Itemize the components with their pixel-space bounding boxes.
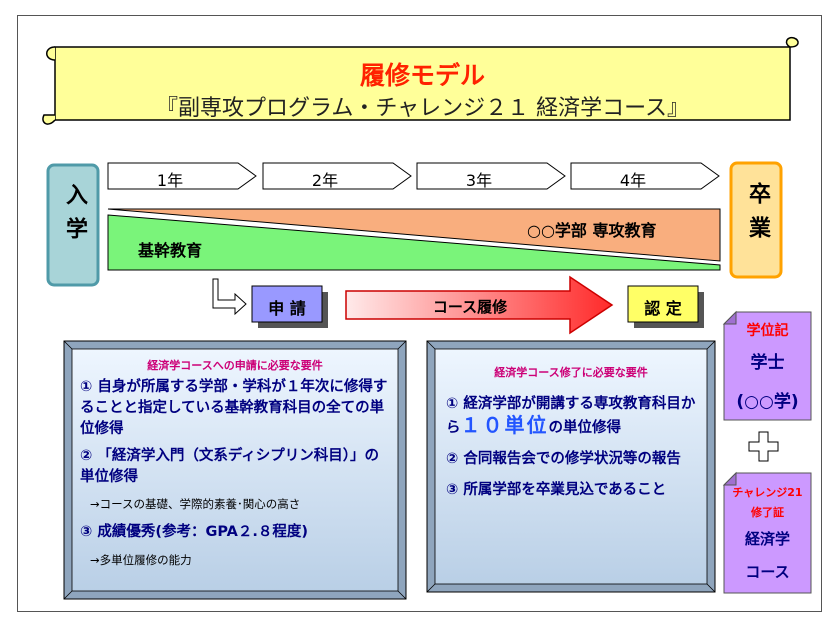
right-req-1-pre: ① 経済学部が開講する専攻教育科目から	[446, 396, 696, 436]
certificate-line2: コース	[745, 563, 790, 581]
left-req-2-note: →コースの基礎、学際的素養･関心の高さ	[90, 497, 301, 511]
degree-box	[722, 310, 812, 421]
right-req-1-post: の単位修得	[548, 420, 622, 436]
certificate-line1: 経済学	[744, 530, 790, 548]
right-requirements-panel	[426, 340, 716, 593]
left-req-2: ② 「経済学入門（文系ディシプリン科目）」の単位修得	[80, 448, 380, 485]
bent-arrow-icon	[212, 278, 247, 316]
degree-line1: 学士	[750, 353, 785, 373]
basic-education-label: 基幹教育	[138, 241, 203, 260]
entry-label: 入学	[62, 183, 87, 251]
right-panel-content: 経済学コース修了に必要な要件 ① 経済学部が開講する専攻教育科目から１０単位の単…	[446, 364, 696, 501]
right-req-3: ③ 所属学部を卒業見込であること	[446, 482, 667, 498]
left-req-1: ① 自身が所属する学部・学科が１年次に修得することと指定している基幹教育科目の全…	[80, 379, 388, 437]
left-panel-heading: 経済学コースへの申請に必要な要件	[147, 359, 323, 372]
left-req-3-note: →多単位履修の能力	[90, 553, 192, 567]
certificate-header-2: 修了証	[751, 506, 784, 519]
graduation-box	[729, 161, 783, 279]
year-4-label: 4年	[619, 171, 647, 190]
left-requirements-panel	[63, 340, 407, 600]
apply-box	[251, 285, 323, 323]
page-subtitle: 『副専攻プログラム・チャレンジ２１ 経済学コース』	[155, 96, 689, 121]
outer-frame	[17, 15, 822, 612]
course-label: コース履修	[432, 298, 508, 316]
right-req-1: ① 経済学部が開講する専攻教育科目から１０単位の単位修得	[446, 394, 696, 439]
apply-label: 申 請	[268, 299, 306, 318]
degree-header: 学位記	[746, 323, 789, 339]
year-3-label: 3年	[465, 171, 493, 190]
page-title: 履修モデル	[359, 61, 485, 90]
certificate-box	[722, 471, 812, 594]
certificate-box-text: チャレンジ21 修了証 経済学 コース	[724, 484, 811, 582]
right-req-2: ② 合同報告会での修学状況等の報告	[446, 451, 681, 467]
degree-box-text: 学位記 学士 (○○学)	[724, 320, 811, 412]
major-education-label: ○○学部 専攻教育	[527, 221, 657, 240]
year-2-label: 2年	[311, 171, 339, 190]
left-req-3: ③ 成績優秀(参考：GPA２.８程度)	[80, 524, 309, 540]
right-req-1-units: １０単位	[460, 413, 549, 437]
left-panel-content: 経済学コースへの申請に必要な要件 ① 自身が所属する学部・学科が１年次に修得する…	[80, 357, 390, 568]
course-arrow	[345, 275, 614, 335]
certify-box	[627, 285, 699, 323]
graduation-label: 卒業	[745, 182, 770, 250]
year-1-label: 1年	[156, 171, 184, 190]
certificate-header-1: チャレンジ21	[732, 486, 803, 499]
major-education-band	[107, 208, 721, 262]
title-scroll	[42, 36, 799, 125]
certify-label: 認 定	[644, 299, 682, 318]
right-panel-heading: 経済学コース修了に必要な要件	[494, 366, 648, 379]
plus-icon	[748, 431, 779, 462]
year-arrows	[107, 162, 720, 190]
degree-line2: (○○学)	[736, 392, 799, 412]
basic-education-band	[107, 214, 721, 271]
entry-box	[46, 163, 100, 287]
